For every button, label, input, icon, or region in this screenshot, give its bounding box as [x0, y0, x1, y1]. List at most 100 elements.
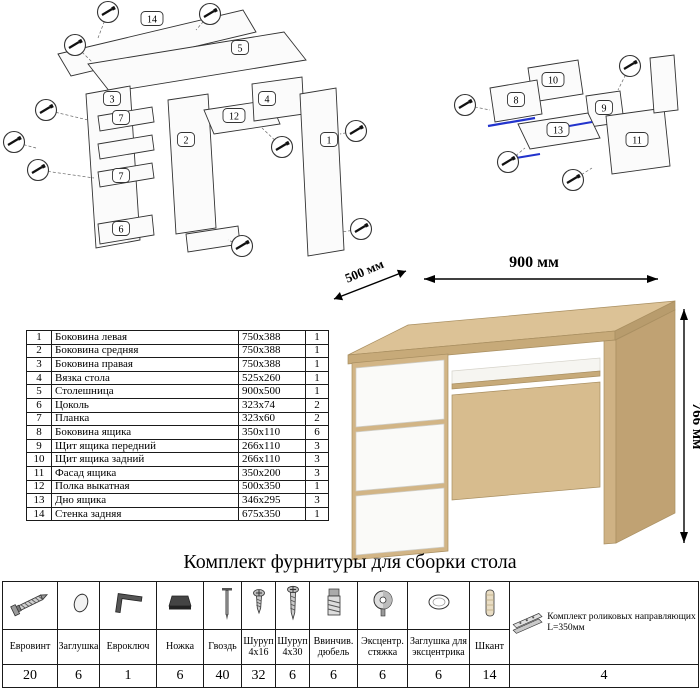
part-name: Столешница: [51, 384, 239, 399]
part-qty: 3: [305, 493, 329, 508]
desk-body: [347, 300, 676, 561]
drawer-assembly-diagram: 10 8 9 13 11: [453, 54, 679, 192]
nail-icon: [222, 588, 232, 620]
screw-4x30-icon: [287, 585, 299, 621]
part-qty: 3: [305, 452, 329, 467]
part-number: 13: [26, 493, 52, 508]
drawer-diagram-part-labels: 10 8 9 13 11: [507, 72, 649, 147]
part-size: 750х388: [238, 357, 306, 372]
part-name: Фасад ящика: [51, 465, 239, 481]
part-name: Боковина правая: [51, 357, 239, 372]
part-label-1: 1: [327, 136, 332, 147]
part-number: 2: [26, 343, 52, 359]
part-label-11: 11: [632, 136, 642, 147]
hardware-qty: 6: [407, 664, 470, 688]
part-size: 350х200: [238, 465, 306, 481]
hardware-qty: 32: [241, 664, 276, 688]
part-qty: 1: [305, 343, 329, 359]
hardware-qty: 6: [275, 664, 310, 688]
hardware-qty: 6: [57, 664, 100, 688]
drawer-front-bottom: [355, 487, 445, 556]
page-title: Комплект фурнитуры для сборки стола: [183, 551, 517, 573]
part-label-9: 9: [602, 104, 607, 115]
hardware-kit-cell: Комплект роликовых направляющих L=350мм: [509, 581, 699, 665]
part-qty: 3: [305, 465, 329, 481]
hardware-qty: 1: [99, 664, 157, 688]
hardware-name: Эксцентр. стяжка: [357, 629, 408, 665]
part-qty: 3: [305, 438, 329, 454]
desk-back-panel: [451, 381, 601, 501]
part-size: 900х500: [238, 384, 306, 399]
part-qty: 1: [305, 384, 329, 399]
part-size: 750х388: [238, 343, 306, 359]
part-size: 500х350: [238, 479, 306, 495]
hardware-qty: 6: [357, 664, 408, 688]
part-name: Цоколь: [51, 397, 239, 413]
hardware-name: Комплект роликовых направляющих L=350мм: [547, 612, 696, 633]
screw-in-dowel-icon: [327, 588, 340, 616]
hardware-name: Заглушка: [57, 629, 100, 665]
main-diagram-hardware-callouts: [2, 0, 373, 258]
part-number: 11: [26, 465, 52, 481]
hardware-icon-cell: [407, 581, 470, 630]
part-shape-side-panel-1: [299, 87, 345, 257]
hardware-name: Шуруп 4х16: [241, 629, 276, 665]
hardware-name: Шуруп 4х30: [275, 629, 310, 665]
plug-cap-icon: [73, 593, 89, 613]
part-name: Щит ящика задний: [51, 452, 239, 467]
hardware-qty: 6: [156, 664, 204, 688]
drawer-slides-icon: [512, 613, 543, 634]
part-size: 525х260: [238, 370, 306, 386]
part-name: Планка: [51, 411, 239, 427]
part-size: 750х388: [238, 330, 306, 345]
confirmat-screw-icon: [10, 594, 49, 617]
hardware-icon-cell: [357, 581, 408, 630]
part-label-7a: 7: [119, 114, 124, 125]
depth-dimension: 500 мм: [333, 256, 407, 301]
part-name: Щит ящика передний: [51, 438, 239, 454]
part-label-2: 2: [184, 136, 189, 147]
main-diagram-part-labels: 14 5 3 7 7 6 2 12 4 1: [103, 11, 338, 236]
part-number: 4: [26, 370, 52, 386]
main-diagram-panels: [57, 9, 345, 257]
part-name: Стенка задняя: [51, 506, 239, 522]
part-qty: 1: [305, 479, 329, 495]
hardware-name: Евровинт: [2, 629, 58, 665]
desk-right-panel-front: [603, 339, 617, 545]
part-number: 7: [26, 411, 52, 427]
part-number: 1: [26, 330, 52, 345]
cam-cover-icon: [428, 594, 449, 610]
part-shape-desktop-5: [87, 31, 307, 93]
hardware-qty: 6: [309, 664, 358, 688]
height-dimension-label: 766 мм: [689, 403, 700, 450]
part-qty: 1: [305, 506, 329, 522]
part-label-6: 6: [119, 225, 124, 236]
part-number: 9: [26, 438, 52, 454]
part-number: 10: [26, 452, 52, 467]
part-shape-rail-7c: [97, 134, 155, 160]
part-qty: 1: [305, 370, 329, 386]
width-dimension-label: 900 мм: [509, 254, 559, 271]
hardware-icon-cell: [309, 581, 358, 630]
part-name: Боковина средняя: [51, 343, 239, 359]
hardware-qty: 4: [509, 664, 699, 688]
hardware-icon-cell: [469, 581, 510, 630]
part-number: 14: [26, 506, 52, 522]
part-qty: 6: [305, 425, 329, 440]
hardware-qty: 40: [203, 664, 242, 688]
desk-render: 900 мм 500 мм 766 мм: [333, 254, 700, 561]
part-shape-back-wall-14: [57, 9, 257, 77]
part-size: 350х110: [238, 425, 306, 440]
drawer-front-top: [355, 359, 445, 428]
part-number: 5: [26, 384, 52, 399]
